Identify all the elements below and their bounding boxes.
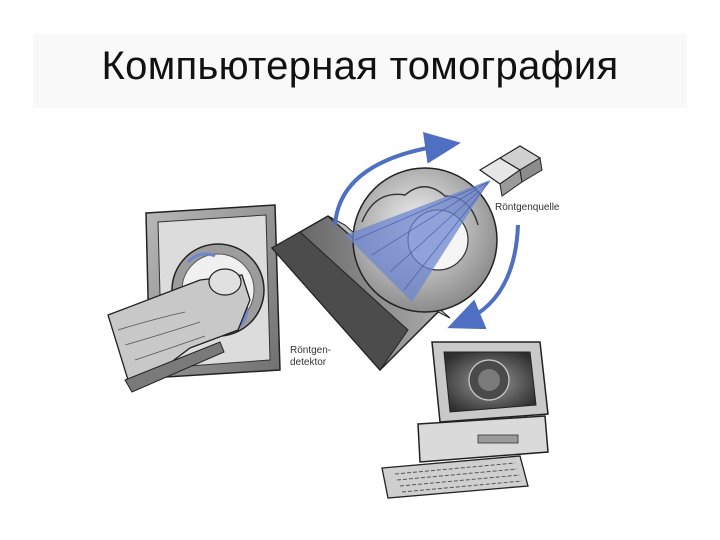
xray-source xyxy=(478,145,543,197)
label-xray-source: Röntgenquelle xyxy=(495,202,560,213)
label-detector-line1: Röntgen- xyxy=(290,345,332,356)
label-detector-line2: detektor xyxy=(290,357,327,368)
rotation-arrows xyxy=(333,131,520,330)
title-band: Компьютерная томография xyxy=(33,34,687,108)
page-title: Компьютерная томография xyxy=(101,44,619,88)
computer-workstation xyxy=(381,341,549,499)
patient-on-table xyxy=(107,268,251,393)
xray-beam xyxy=(345,180,491,302)
